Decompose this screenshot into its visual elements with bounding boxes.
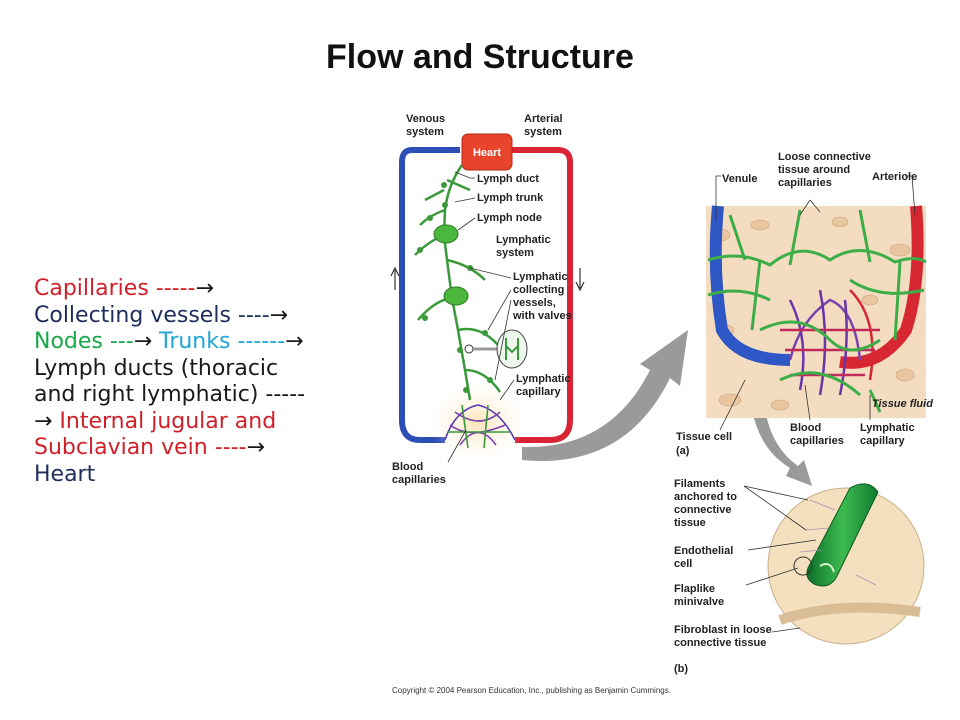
zoom-arrow-icon	[752, 410, 812, 486]
lymphatic-capillary-label: capillary	[516, 386, 562, 398]
down-arrow-icon	[575, 268, 585, 292]
page-title: Flow and Structure	[326, 38, 634, 76]
loose-tissue-label: capillaries	[778, 177, 832, 189]
flow-heart: Heart	[34, 461, 96, 487]
circulation-diagram: Heart	[390, 113, 585, 486]
flow-capillaries: Capillaries -----	[34, 276, 196, 301]
arterial-label: system	[524, 126, 562, 138]
loose-tissue-label: tissue around	[778, 164, 850, 176]
collecting-label: with valves	[512, 310, 572, 322]
leader-lines	[743, 485, 817, 633]
anchoring-filaments	[799, 499, 877, 586]
capillary-bed	[444, 404, 516, 449]
panel-a-tag: (a)	[676, 445, 690, 457]
venous-vessel	[399, 147, 460, 443]
tissue-fluid-label: Tissue fluid	[872, 398, 933, 410]
lymph-node-icon	[433, 224, 459, 244]
heart-label: Heart	[473, 147, 501, 159]
filaments-label: connective	[674, 504, 731, 516]
fibroblast-label: Fibroblast in loose	[674, 624, 772, 636]
lymphatic-capillary-a-label: capillary	[860, 435, 906, 447]
flow-subclavian: Subclavian vein ----	[34, 435, 247, 460]
venous-label: Venous	[406, 113, 445, 125]
arteriole-label: Arteriole	[872, 171, 917, 183]
filaments-label: anchored to	[674, 491, 737, 503]
fibroblast-band	[778, 602, 921, 625]
panel-b: Filaments anchored to connective tissue …	[674, 478, 925, 675]
flow-line-2: Collecting vessels ----→	[34, 303, 379, 330]
lymphatic-capillary-a-label: Lymphatic	[860, 422, 915, 434]
flow-line-3: Nodes ---→ Trunks ------→	[34, 329, 379, 356]
blood-capillaries-label: Blood	[392, 461, 423, 473]
tissue-cell-label: Tissue cell	[676, 431, 732, 443]
lymphatic-capillary-network	[707, 209, 927, 413]
arterial-vessel	[510, 147, 573, 443]
filaments-label: Filaments	[674, 478, 725, 490]
blood-capillaries-a-label: capillaries	[790, 435, 844, 447]
venous-label: system	[406, 126, 444, 138]
collecting-label: vessels,	[513, 297, 556, 309]
flow-text: Capillaries -----→ Collecting vessels --…	[34, 276, 379, 488]
lymphatic-capillary-tube	[806, 483, 879, 587]
copyright: Copyright © 2004 Pearson Education, Inc.…	[392, 686, 671, 695]
arrow-icon: →	[269, 302, 289, 328]
flow-line-6: → Internal jugular and	[34, 409, 379, 436]
flow-line-1: Capillaries -----→	[34, 276, 379, 303]
flow-line-7: Subclavian vein ----→	[34, 435, 379, 462]
lymph-duct-label: Lymph duct	[477, 173, 539, 185]
blood-capillaries-label: capillaries	[392, 474, 446, 486]
flow-line-5: and right lymphatic) -----	[34, 382, 306, 407]
filaments-label: tissue	[674, 517, 706, 529]
lymph-valves	[417, 182, 493, 393]
fibroblast-label: connective tissue	[674, 637, 766, 649]
arrow-icon: →	[195, 276, 214, 301]
flaplike-label: minivalve	[674, 596, 724, 608]
flow-line-4: Lymph ducts (thoracic	[34, 355, 279, 381]
flaplike-label: Flaplike	[674, 583, 715, 595]
flow-internal-jugular: Internal jugular and	[52, 408, 277, 434]
panel-b-tag: (b)	[674, 663, 688, 675]
panel-a: Venule Loose connective tissue around ca…	[676, 151, 933, 457]
minivalve-marker	[793, 556, 813, 576]
zoom-arrow-icon	[522, 330, 688, 461]
arrow-icon: →	[285, 329, 304, 354]
arrow-icon: →	[133, 329, 153, 354]
arrow-icon: →	[34, 408, 53, 434]
valve-icon	[505, 338, 519, 360]
endothelial-label: cell	[674, 558, 692, 570]
venule-label: Venule	[722, 173, 757, 185]
blood-capillaries-a-label: Blood	[790, 422, 821, 434]
flow-trunks: Trunks ------	[152, 329, 286, 354]
collecting-label: collecting	[513, 284, 564, 296]
tissue-glow	[430, 384, 526, 460]
lymph-node-icon	[443, 286, 469, 306]
leader-lines	[447, 171, 515, 463]
lymphatic-capillary-label: Lymphatic	[516, 373, 571, 385]
lymph-node-label: Lymph node	[477, 212, 542, 224]
loose-tissue-label: Loose connective	[778, 151, 871, 163]
endothelial-label: Endothelial	[674, 545, 733, 557]
leader-lines	[715, 175, 916, 431]
up-arrow-icon	[390, 266, 400, 290]
lymphatic-system-label: Lymphatic	[496, 234, 551, 246]
minivalve-icon	[819, 563, 835, 573]
flow-collecting-vessels: Collecting vessels ----	[34, 302, 270, 328]
lymphatic-system-label: system	[496, 247, 534, 259]
arteriole-vessel	[839, 205, 924, 369]
collecting-label: Lymphatic	[513, 271, 568, 283]
flow-nodes: Nodes ---	[34, 329, 134, 354]
valve-marker	[464, 344, 474, 354]
heart-box	[461, 133, 513, 171]
lymph-trunk-label: Lymph trunk	[477, 192, 544, 204]
arterial-label: Arterial	[524, 113, 563, 125]
valve-zoom-icon	[496, 329, 528, 369]
venule-vessel	[709, 205, 791, 366]
arrow-icon: →	[246, 435, 265, 460]
